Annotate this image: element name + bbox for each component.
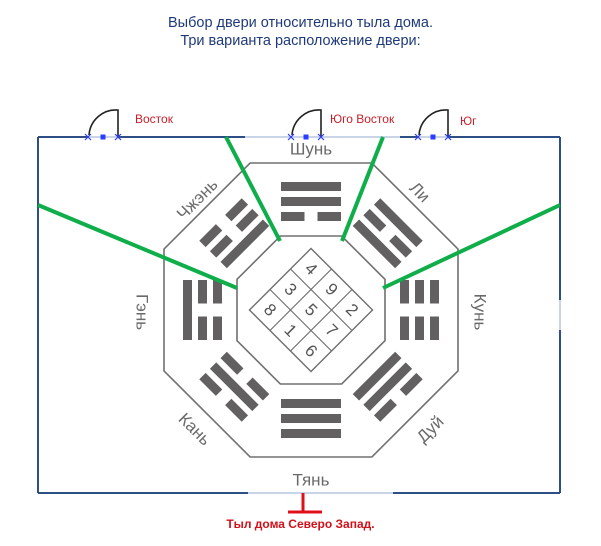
trigram-right bbox=[400, 280, 439, 340]
trigram-bottom-right bbox=[352, 351, 423, 422]
trigram-line-solid bbox=[220, 219, 270, 269]
trigram-line-broken-left bbox=[399, 372, 423, 396]
trigram-line-broken-right bbox=[430, 316, 439, 340]
back-marker bbox=[288, 493, 322, 514]
diagram-title-line-1: Выбор двери относительно тыла дома. bbox=[167, 15, 433, 31]
trigram-line-solid bbox=[281, 429, 341, 438]
door-marker-x-icon bbox=[287, 133, 295, 141]
grid-line bbox=[290, 268, 353, 331]
door-marker-x-icon bbox=[114, 133, 122, 141]
bagua-trigrams bbox=[183, 182, 439, 438]
sector-boundary-line bbox=[382, 203, 561, 290]
trigram-line-solid bbox=[281, 399, 341, 408]
trigram-line-solid bbox=[281, 414, 341, 423]
trigram-line-broken-left bbox=[430, 280, 439, 304]
door-marker-x-icon bbox=[444, 133, 452, 141]
grid-line bbox=[290, 289, 353, 352]
trigram-line-broken-right bbox=[235, 208, 259, 232]
trigram-top-left bbox=[199, 198, 270, 269]
sector-boundary-line bbox=[340, 136, 385, 242]
trigram-line-broken-right bbox=[317, 212, 341, 221]
trigram-line-solid bbox=[363, 362, 413, 412]
door-swing-arc bbox=[88, 109, 119, 137]
trigram-top-right bbox=[352, 198, 423, 269]
back-of-house-label: Тыл дома Северо Запад. bbox=[226, 517, 375, 531]
door-label-southeast: Юго Восток bbox=[330, 112, 395, 126]
house-walls bbox=[37, 136, 561, 494]
trigram-line-broken-right bbox=[199, 372, 223, 396]
trigram-line-solid bbox=[352, 351, 402, 401]
door-marker-center-icon bbox=[100, 134, 106, 140]
trigram-line-broken-right bbox=[213, 280, 222, 304]
trigram-line-broken-right bbox=[220, 351, 244, 375]
trigram-line-broken-left bbox=[199, 224, 223, 248]
trigram-line-broken-right bbox=[400, 316, 409, 340]
grid-line bbox=[269, 268, 332, 331]
door-marker-x-icon bbox=[84, 133, 92, 141]
diagram-title-line-2: Три варианта расположение двери: bbox=[180, 33, 421, 49]
trigram-line-broken-right bbox=[389, 234, 413, 258]
door-marker-center-icon bbox=[430, 134, 436, 140]
trigram-line-broken-left bbox=[415, 280, 424, 304]
trigram-line-solid bbox=[209, 362, 259, 412]
grid-line bbox=[269, 289, 332, 352]
bagua-octagons bbox=[163, 162, 459, 458]
inner-octagon bbox=[236, 235, 386, 385]
trigram-line-broken-left bbox=[281, 212, 305, 221]
trigram-line-broken-left bbox=[400, 280, 409, 304]
trigram-line-solid bbox=[352, 219, 402, 269]
trigram-name-right: Кунь bbox=[471, 294, 490, 331]
outer-octagon bbox=[163, 162, 459, 458]
trigram-line-solid bbox=[373, 198, 423, 248]
trigram-line-broken-right bbox=[225, 198, 249, 222]
trigram-line-solid bbox=[281, 197, 341, 206]
trigram-line-broken-left bbox=[198, 316, 207, 340]
door-swing-arc bbox=[418, 109, 449, 137]
trigram-left bbox=[183, 280, 222, 340]
trigram-name-top: Шунь bbox=[290, 139, 332, 158]
door-label-east: Восток bbox=[135, 112, 174, 126]
door-marker-center-icon bbox=[303, 134, 309, 140]
trigram-name-left: Гэнь bbox=[133, 294, 152, 330]
trigram-line-broken-right bbox=[198, 280, 207, 304]
trigram-line-broken-right bbox=[373, 398, 397, 422]
trigram-line-broken-left bbox=[225, 398, 249, 422]
trigram-line-broken-left bbox=[363, 208, 387, 232]
grid-border bbox=[248, 247, 374, 373]
door-symbols: Восток Юго Восток Юг bbox=[84, 109, 477, 141]
door-marker-x-icon bbox=[414, 133, 422, 141]
trigram-line-broken-left bbox=[213, 316, 222, 340]
door-sector-lines bbox=[37, 136, 561, 290]
door-swing-arc bbox=[291, 109, 322, 137]
door-east: Восток bbox=[84, 109, 174, 141]
trigram-bottom-left bbox=[199, 351, 270, 422]
trigram-name-bottom: Тянь bbox=[293, 470, 330, 489]
trigram-line-solid bbox=[281, 182, 341, 191]
trigram-name-bottom-right: Дуй bbox=[413, 412, 448, 447]
trigram-line-broken-left bbox=[209, 234, 233, 258]
trigram-line-solid bbox=[183, 280, 192, 340]
trigram-line-broken-right bbox=[415, 316, 424, 340]
door-southeast: Юго Восток bbox=[287, 109, 395, 141]
sector-boundary-line bbox=[37, 203, 238, 290]
trigram-top bbox=[281, 182, 341, 221]
trigram-line-broken-left bbox=[246, 377, 270, 401]
trigram-bottom bbox=[281, 399, 341, 438]
sector-boundary-line bbox=[224, 136, 282, 242]
door-marker-x-icon bbox=[317, 133, 325, 141]
door-label-south: Юг bbox=[460, 114, 477, 128]
door-south: Юг bbox=[414, 109, 477, 141]
